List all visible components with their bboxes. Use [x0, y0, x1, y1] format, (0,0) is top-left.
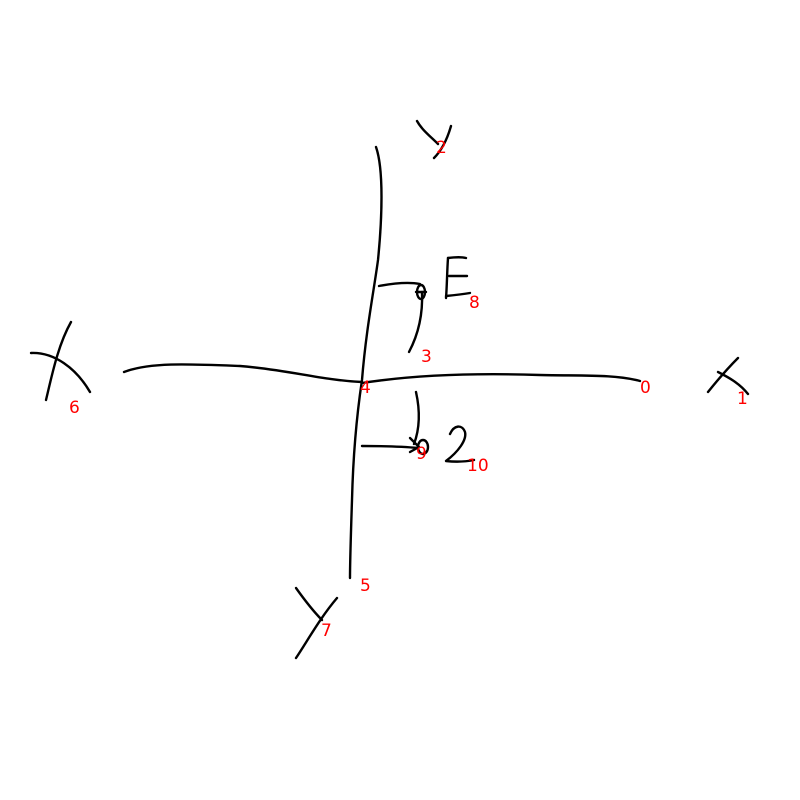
stroke-y-axis [348, 145, 383, 580]
stroke-index-label: 1 [737, 389, 748, 409]
stroke-index-label: 7 [321, 621, 332, 641]
stroke-index-label: 8 [469, 293, 480, 313]
stroke-x-axis-left [122, 363, 364, 384]
stroke-x-axis-right [360, 372, 642, 385]
stroke-index-label: 10 [467, 456, 489, 476]
stroke-index-label: 3 [421, 347, 432, 367]
letter-x-left [29, 320, 92, 402]
theta-symbol-upper [414, 283, 428, 301]
letter-x-right [706, 356, 750, 396]
stroke-index-labels: 0 1 2 3 4 5 6 7 8 9 10 [69, 138, 748, 641]
letter-y-top [415, 119, 453, 160]
glyph-two [444, 425, 476, 463]
stroke-index-label: 9 [416, 444, 427, 464]
stroke-index-label: 5 [360, 576, 371, 596]
theta-symbol-lower [416, 438, 430, 456]
stroke-index-label: 4 [360, 378, 371, 398]
stroke-index-label: 2 [436, 138, 447, 158]
letter-y-bottom [294, 586, 339, 660]
stroke-index-label: 0 [640, 378, 651, 398]
glyph-e [444, 256, 472, 300]
stroke-index-label: 6 [69, 398, 80, 418]
